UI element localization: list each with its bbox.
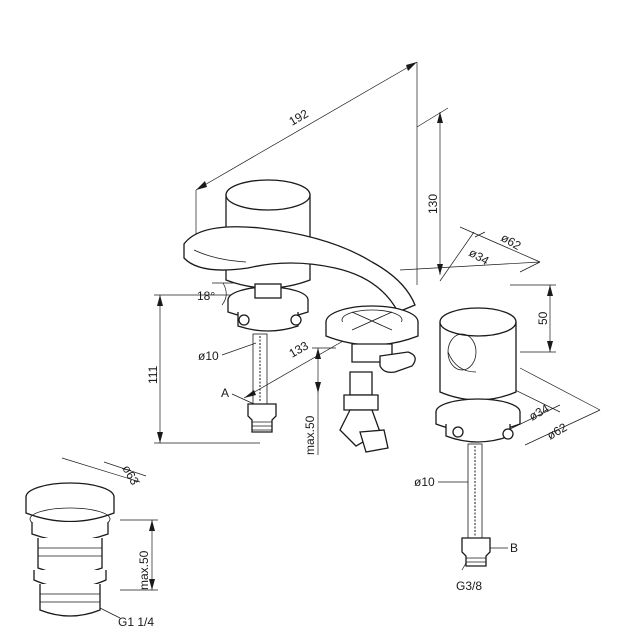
dia-63-drain-label: ø63 <box>119 463 142 488</box>
dim-50-label: 50 <box>536 311 550 325</box>
label-b-text: B <box>510 541 518 555</box>
dim-111-label: 111 <box>146 365 160 384</box>
dim-max50-drain-label: max.50 <box>137 550 151 590</box>
label-10-left: ø10 <box>198 342 257 363</box>
label-b: B <box>490 541 518 555</box>
dimension-130: 130 <box>416 107 449 275</box>
dimension-max50-center: max.50 <box>303 347 336 455</box>
dimension-62-34-top: ø62 ø34 <box>399 226 541 282</box>
drain-body <box>25 482 115 617</box>
drain-dimensions: ø63 max.50 G1 1/4 <box>61 457 158 629</box>
dia-10-left-label: ø10 <box>198 349 219 363</box>
right-handle <box>439 307 517 401</box>
right-valve-base <box>435 398 521 443</box>
dimension-50: 50 <box>510 284 556 353</box>
label-a: A <box>221 386 255 405</box>
center-base <box>325 305 419 346</box>
dimension-192: 192 <box>195 61 418 285</box>
dim-62-right-label: ø62 <box>545 420 570 443</box>
label-a-text: A <box>221 386 229 400</box>
dim-34-right-label: ø34 <box>527 401 552 424</box>
right-hose <box>461 443 491 567</box>
dimension-34-62-right: ø34 ø62 <box>504 367 601 446</box>
dim-max50-center-label: max.50 <box>303 415 317 455</box>
dim-130-label: 130 <box>426 194 440 214</box>
dim-62-top-label: ø62 <box>499 230 524 253</box>
thread-g38-label: G3/8 <box>456 579 482 593</box>
dim-133-label: 133 <box>287 338 312 360</box>
dimension-angle-18: 18° <box>197 282 240 306</box>
angle-18-label: 18° <box>197 289 215 303</box>
thread-g114-label: G1 1/4 <box>118 615 154 629</box>
label-10-right: ø10 <box>414 475 468 489</box>
left-valve-base <box>227 283 309 332</box>
left-hose <box>247 333 277 433</box>
center-popup-lever <box>339 343 416 453</box>
dia-10-right-label: ø10 <box>414 475 435 489</box>
